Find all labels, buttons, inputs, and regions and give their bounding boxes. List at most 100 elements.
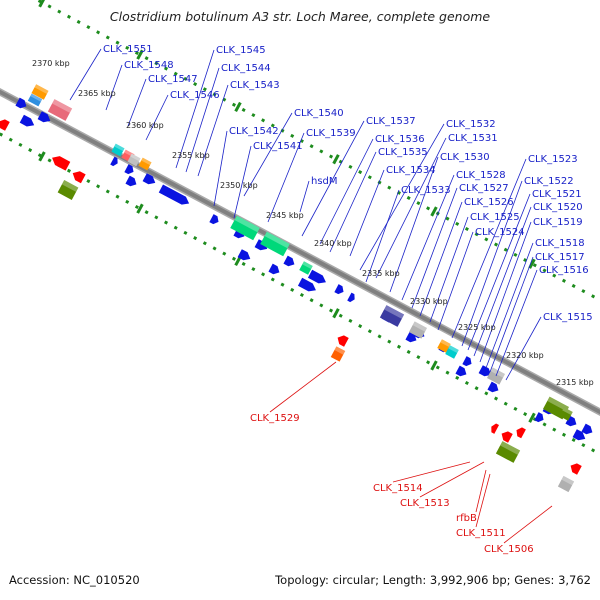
tick-label: 2345 kbp [266, 211, 304, 220]
feature-label-rev-2: CLK_1513 [400, 498, 450, 509]
tick-label: 2355 kbp [172, 151, 210, 160]
leader-line [495, 269, 538, 377]
cds-forward-shape [124, 164, 134, 175]
feature-label-rev-1: CLK_1514 [373, 483, 423, 494]
cds-forward-shape [347, 292, 355, 303]
feature-box-shine [141, 157, 152, 166]
feature-label-8: CLK_1541 [253, 141, 303, 152]
feature-box-shine [448, 345, 459, 354]
leader-line [145, 94, 169, 141]
feature-box-shine [562, 407, 573, 416]
leader-line [299, 180, 310, 213]
cds-forward-shape [254, 239, 268, 251]
feature-box [495, 441, 521, 463]
feature-box-shape [559, 407, 573, 421]
cds-forward-shape [307, 269, 326, 284]
feature-box-shine [130, 153, 141, 162]
tick-label: 2370 kbp [32, 59, 70, 68]
feature-label-26: CLK_1522 [524, 176, 574, 187]
feature-box [557, 475, 575, 493]
feature-label-32: CLK_1516 [539, 265, 589, 276]
cds-forward-shape [237, 249, 251, 261]
feature-label-19: CLK_1530 [440, 152, 490, 163]
cds-forward-shape [534, 412, 544, 423]
cds-forward-shape [581, 423, 593, 435]
feature-label-12: CLK_1536 [375, 134, 425, 145]
cds-forward-shape [158, 184, 190, 205]
cds-forward [534, 412, 544, 423]
feature-box-shape [111, 143, 125, 157]
cds-forward-shape [297, 277, 316, 292]
leader-line [473, 206, 532, 357]
cds-reverse [52, 156, 71, 171]
feature-box [31, 84, 49, 100]
feature-box-shape [437, 339, 451, 353]
feature-box-shape [57, 180, 79, 200]
feature-tracks [0, 84, 593, 493]
tick-mark [234, 101, 242, 113]
feature-box [445, 345, 459, 359]
feature-label-5: CLK_1544 [221, 63, 271, 74]
leader-line [411, 187, 458, 309]
feature-box-shine [34, 84, 49, 94]
tick-dot-rings [0, 0, 600, 456]
feature-label-25: CLK_1523 [528, 154, 578, 165]
cds-forward [124, 164, 134, 175]
ring-inner [0, 132, 600, 456]
feature-label-7: CLK_1542 [229, 126, 279, 137]
cds-reverse-shape [72, 171, 86, 184]
cds-forward [565, 415, 577, 427]
leader-line [419, 461, 485, 498]
feature-label-31: CLK_1517 [535, 252, 585, 263]
leader-line [375, 137, 447, 279]
leader-line [461, 180, 523, 347]
leader-line [349, 169, 385, 257]
genome-backbone [0, 88, 600, 416]
leader-line [485, 242, 534, 369]
feature-label-0: CLK_1551 [103, 44, 153, 55]
cds-forward-shape [19, 114, 35, 127]
leader-line [197, 84, 229, 177]
leader-line [489, 256, 534, 373]
feature-box-shape [299, 261, 313, 275]
cds-forward [581, 423, 593, 435]
cds-forward [110, 156, 118, 167]
cds-forward-shape [110, 156, 118, 167]
cds-reverse-shape [516, 427, 526, 439]
feature-box-shape [495, 441, 521, 463]
feature-box [127, 153, 141, 167]
cds-reverse-shape [491, 423, 499, 434]
feature-box [330, 346, 346, 362]
leader-line [505, 316, 542, 381]
leader-line [467, 193, 531, 351]
feature-label-14: hsdM [311, 176, 338, 187]
feature-label-2: CLK_1547 [148, 74, 198, 85]
cds-forward [237, 249, 251, 261]
tick-mark [430, 360, 438, 371]
cds-reverse-shape [52, 156, 71, 171]
leader-line [69, 48, 102, 101]
cds-reverse-shape [0, 119, 10, 131]
cds-forward-shape [462, 356, 472, 367]
feature-box [559, 407, 573, 421]
leader-line [267, 132, 305, 223]
cds-forward [209, 214, 219, 225]
cds-forward [455, 365, 467, 377]
map-title: Clostridium botulinum A3 str. Loch Maree… [109, 9, 491, 24]
feature-label-21: CLK_1527 [459, 183, 509, 194]
cds-forward [334, 284, 344, 295]
feature-label-22: CLK_1526 [464, 197, 514, 208]
feature-label-10: CLK_1539 [306, 128, 356, 139]
feature-box-shine [412, 321, 427, 332]
feature-box-shine [561, 475, 575, 486]
cds-forward [268, 263, 280, 275]
feature-box-shape [330, 346, 346, 362]
cds-forward [462, 356, 472, 367]
leader-line [475, 473, 491, 528]
tick-label: 2335 kbp [362, 269, 400, 278]
leader-line [175, 49, 215, 169]
leader-line [451, 158, 527, 339]
cds-forward-shape [572, 429, 586, 441]
cds-forward [307, 269, 326, 284]
